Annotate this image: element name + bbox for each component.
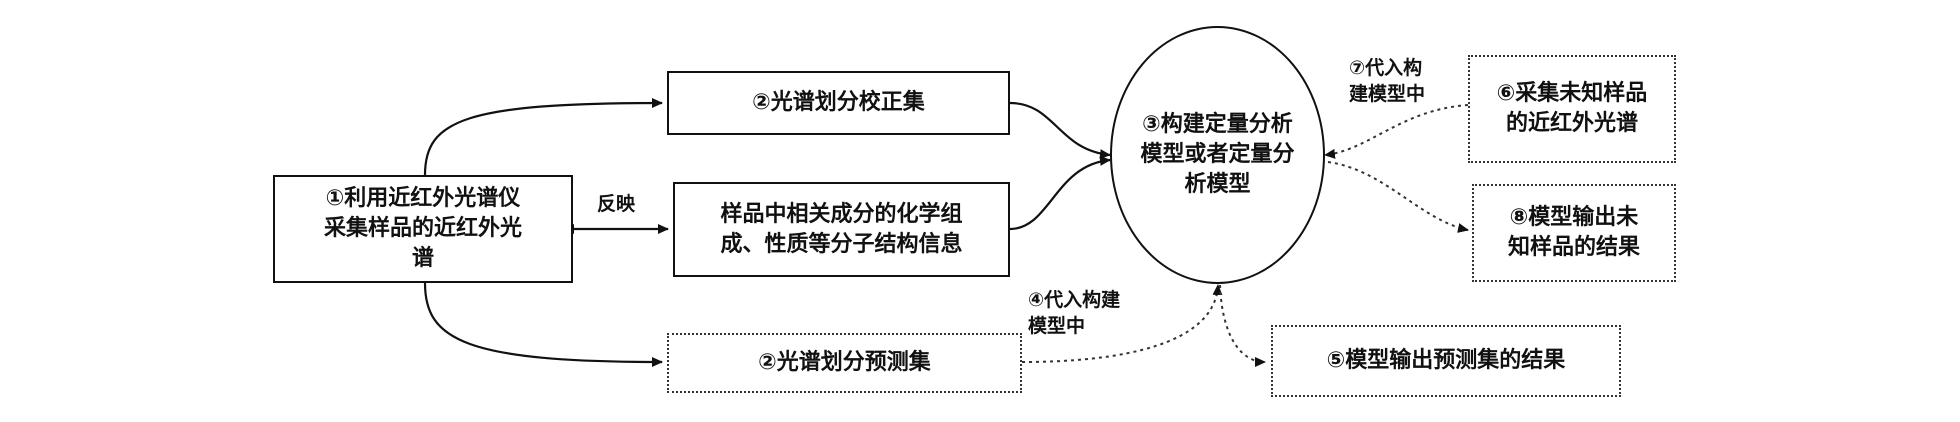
node-prediction-result: ⑤模型输出预测集的结果 bbox=[1271, 325, 1621, 397]
node-molecular-info: 样品中相关成分的化学组 成、性质等分子结构信息 bbox=[673, 182, 1010, 277]
node-collect-spectra: ①利用近红外光谱仪 采集样品的近红外光 谱 bbox=[273, 175, 573, 283]
node-prediction-set: ②光谱划分预测集 bbox=[667, 333, 1022, 393]
label-reflect: 反映 bbox=[597, 193, 636, 215]
arrow-model-to-pred-result bbox=[1219, 284, 1266, 367]
arrow-prediction-to-model bbox=[1021, 284, 1223, 363]
arrow-model-to-unknown-result bbox=[1327, 161, 1469, 233]
node-unknown-sample: ⑥采集未知样品 的近红外光谱 bbox=[1468, 55, 1676, 163]
node-collect-spectra-text: ①利用近红外光谱仪 采集样品的近红外光 谱 bbox=[323, 186, 522, 271]
arrow-info-to-model bbox=[1009, 155, 1111, 231]
node-molecular-info-text: 样品中相关成分的化学组 成、性质等分子结构信息 bbox=[720, 201, 963, 257]
label-substitute-4: ④代入构建 模型中 bbox=[1028, 289, 1121, 337]
node-prediction-result-text: ⑤模型输出预测集的结果 bbox=[1326, 348, 1566, 373]
node-build-model: ③构建定量分析 模型或者定量分 析模型 bbox=[1110, 26, 1325, 284]
node-build-model-text: ③构建定量分析 模型或者定量分 析模型 bbox=[1140, 112, 1295, 197]
arrow-collect-to-prediction bbox=[423, 282, 663, 367]
node-prediction-set-text: ②光谱划分预测集 bbox=[758, 350, 931, 375]
label-substitute-7: ⑦代入构 建模型中 bbox=[1349, 57, 1426, 105]
node-unknown-result: ⑧模型输出未 知样品的结果 bbox=[1472, 184, 1676, 282]
node-calibration-set-text: ②光谱划分校正集 bbox=[752, 90, 925, 115]
node-calibration-set: ②光谱划分校正集 bbox=[667, 71, 1010, 135]
node-unknown-result-text: ⑧模型输出未 知样品的结果 bbox=[1507, 205, 1640, 260]
arrow-unknown-to-model bbox=[1324, 104, 1469, 159]
arrow-calibration-to-model bbox=[1009, 101, 1111, 160]
node-unknown-sample-text: ⑥采集未知样品 的近红外光谱 bbox=[1496, 81, 1648, 136]
arrow-collect-to-calibration bbox=[423, 98, 663, 176]
